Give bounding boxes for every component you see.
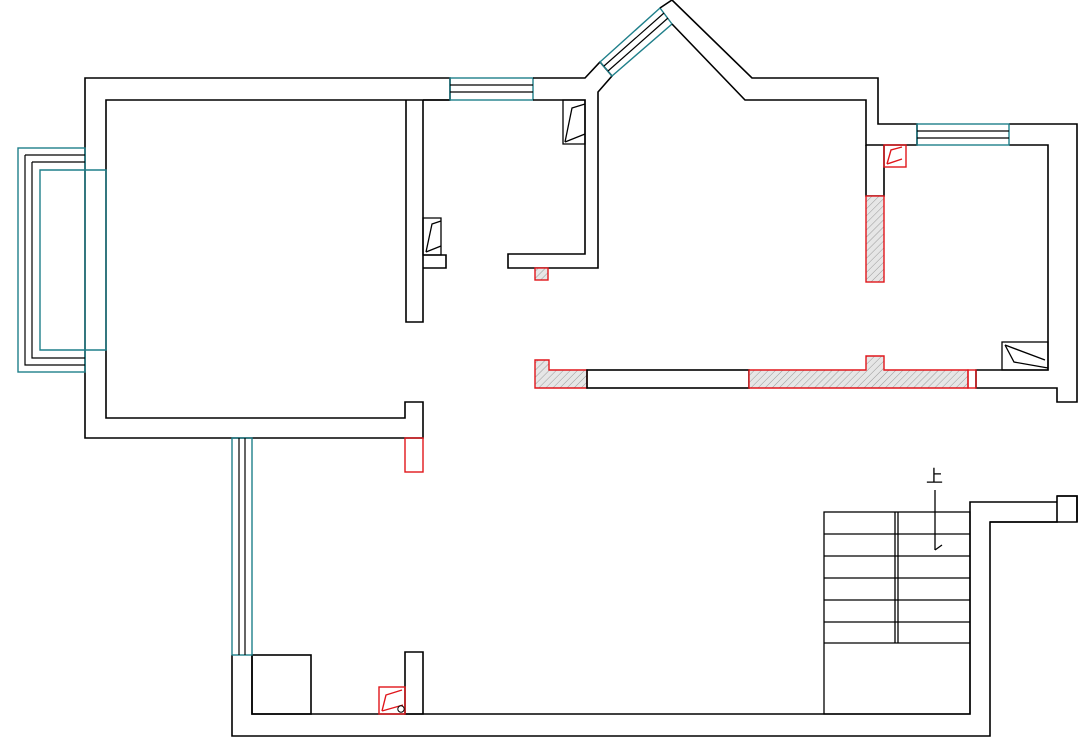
door-symbol-right <box>1001 341 1049 371</box>
door-symbol-2 <box>422 217 442 256</box>
top-window-1 <box>449 77 534 101</box>
angled-window <box>599 6 673 77</box>
door-symbol-red-bottom <box>378 686 406 715</box>
demolition-wall-right <box>865 195 885 283</box>
demolition-stub-1 <box>534 267 549 281</box>
horizontal-partition <box>534 355 977 389</box>
middle-room-walls <box>423 60 614 269</box>
lower-left-window <box>231 437 253 656</box>
bottom-walls <box>231 495 1078 737</box>
staircase <box>823 490 971 715</box>
top-window-2 <box>916 123 1010 146</box>
left-room-walls <box>84 77 451 439</box>
door-symbol-red-top <box>883 144 907 168</box>
stair-up-label: 上 <box>926 467 943 487</box>
demolition-stub-2 <box>404 437 424 473</box>
left-bay-window <box>17 147 107 373</box>
door-symbol-1 <box>562 99 586 145</box>
